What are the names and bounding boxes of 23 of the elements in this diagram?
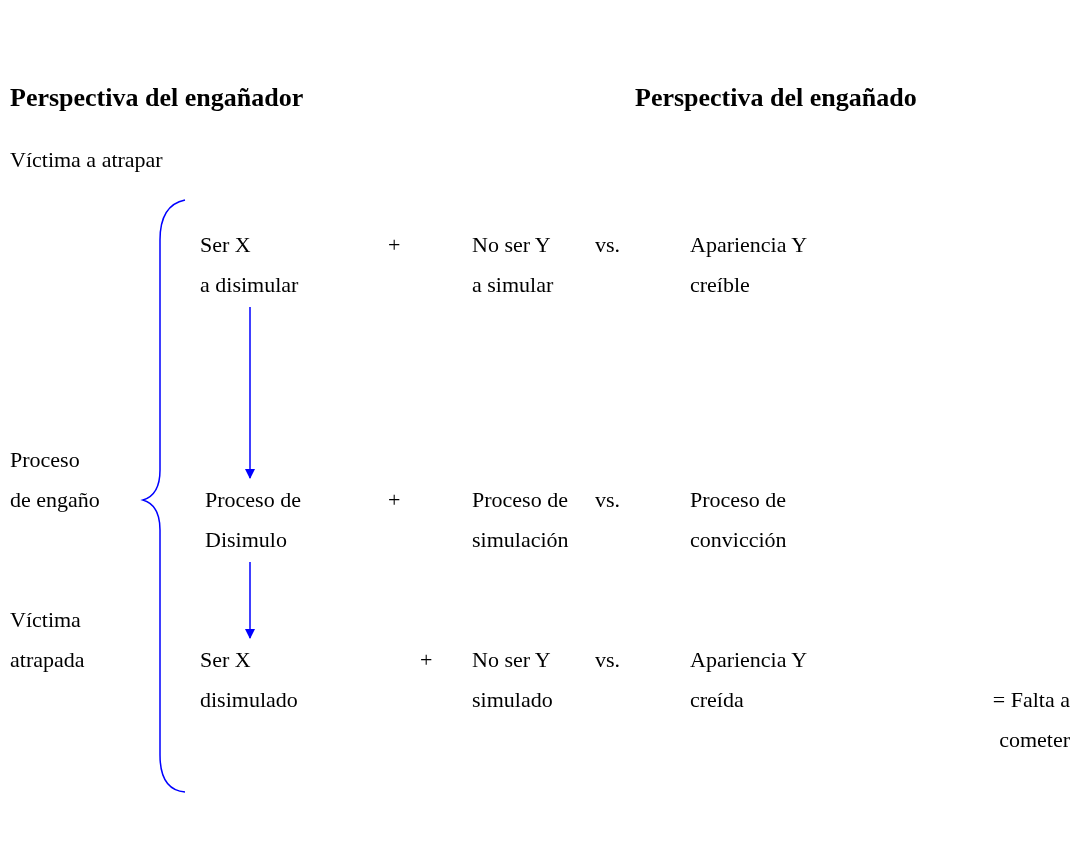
versus-text: vs. [595,646,621,674]
term-text: No ser Y a simular [472,231,554,299]
plus-sign: + [420,646,433,674]
term-text: No ser Y simulado [472,646,553,714]
term-text: Proceso de simulación [472,486,569,554]
row-label: Víctima a atrapar [10,146,163,174]
plus-sign: + [388,231,401,259]
term-text: Apariencia Y creíble [690,231,808,299]
column-heading: Perspectiva del engañador [10,82,304,114]
versus-text: vs. [595,231,621,259]
term-text: Ser X disimulado [200,640,298,720]
result-text: = Falta a cometer [991,686,1070,754]
arrow [245,561,255,639]
plus-sign: + [388,486,401,514]
versus-text: vs. [595,486,621,514]
term-text: Proceso de convicción [690,486,787,554]
arrow [245,306,255,479]
row-label: Víctima atrapada [10,606,85,674]
row-label: Proceso de engaño [10,446,100,514]
column-heading: Perspectiva del engañado [635,82,917,114]
term-text: Proceso de Disimulo [205,480,301,560]
term-text: Apariencia Y creída [690,646,808,714]
term-text: Ser X a disimular [200,225,299,305]
